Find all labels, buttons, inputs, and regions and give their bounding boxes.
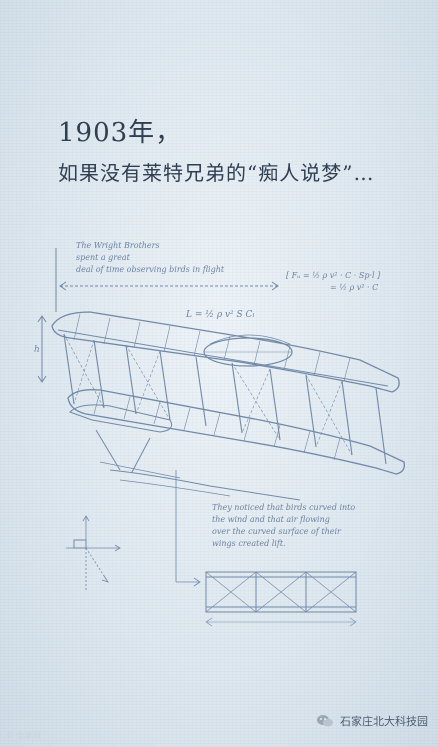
leader-line — [175, 470, 201, 587]
note-line: wings created lift. — [212, 539, 286, 548]
headline-year: 1903年， — [58, 118, 183, 148]
svg-text:h: h — [34, 345, 40, 355]
formula-line: [ Fᵤ = ½ ρ v² · C · Sp·l ] — [286, 271, 381, 280]
account-name: 石家庄北大科技园 — [340, 715, 428, 728]
canard-elevator — [69, 404, 181, 479]
force-diagram — [66, 515, 121, 590]
note-birds-lift: They noticed that birds curved into the … — [212, 502, 382, 550]
headline-subtitle: 如果没有莱特兄弟的“痴人说梦”… — [58, 161, 375, 185]
footer-account[interactable]: 石家庄北大科技园 — [316, 713, 428, 729]
note-line: spent a great — [76, 253, 130, 262]
engine-housing — [203, 334, 293, 367]
note-line: The Wright Brothers — [76, 241, 160, 250]
lift-formula: L = ½ ρ v² S Cₗ — [186, 310, 255, 320]
dimension-arrow-height: h — [34, 315, 47, 383]
note-line: deal of time observing birds in flight — [76, 265, 225, 274]
headline: 1903年， 如果没有莱特兄弟的“痴人说梦”… — [58, 112, 428, 186]
wing-struts — [63, 333, 387, 465]
landing-skids — [109, 469, 301, 501]
note-line: the wind and that air flowing — [212, 515, 330, 524]
formula-note: [ Fᵤ = ½ ρ v² · C · Sp·l ] = ½ ρ v² · C — [286, 270, 406, 294]
note-wright-brothers: The Wright Brothers spent a great deal o… — [76, 240, 246, 276]
note-line: over the curved surface of their — [212, 527, 341, 536]
formula-line: = ½ ρ v² · C — [330, 283, 379, 292]
note-line: They noticed that birds curved into — [212, 503, 356, 512]
wing-plan-diagram — [205, 571, 357, 627]
lower-wing — [67, 389, 405, 475]
watermark: © 全景网 — [6, 731, 41, 740]
wechat-icon — [316, 714, 334, 728]
dimension-arrow-top — [55, 248, 279, 312]
